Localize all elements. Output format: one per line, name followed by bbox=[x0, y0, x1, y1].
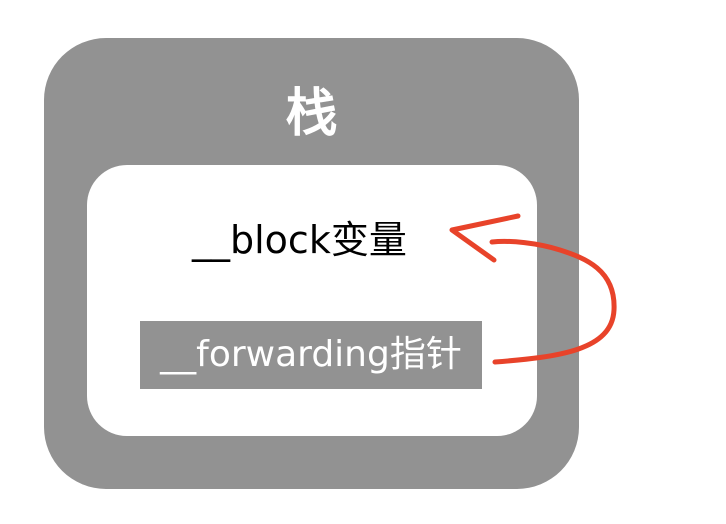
stack-title: 栈 bbox=[285, 84, 338, 144]
forwarding-pointer-label: __forwarding指针 bbox=[140, 321, 482, 389]
block-variable-label: __block变量 bbox=[192, 218, 407, 262]
block-variable-box bbox=[87, 165, 537, 436]
